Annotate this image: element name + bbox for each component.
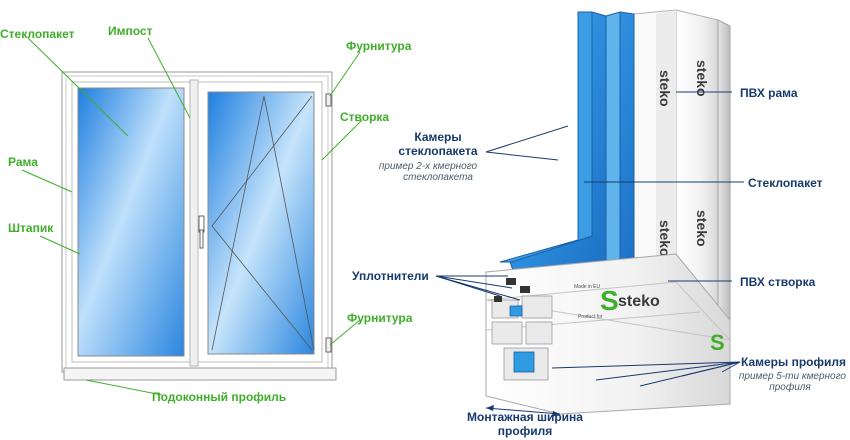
- label-furnitura-top: Фурнитура: [346, 39, 412, 53]
- right-leader-lines: [435, 91, 744, 387]
- seal-1: [506, 278, 516, 285]
- mounting-width-dimension: [485, 407, 561, 415]
- seal-2: [520, 286, 530, 293]
- label-stvorka: Створка: [340, 110, 389, 124]
- window-sill: [63, 367, 337, 381]
- note-kamery-steklopaketa-1: пример 2-х кмерного: [379, 161, 478, 172]
- made-in-eu-print: Made in EU: [574, 284, 601, 290]
- left-leader-lines: [21, 37, 363, 396]
- label-podokonny-profil: Подоконный профиль: [152, 390, 286, 404]
- hinge-bottom: [325, 337, 332, 353]
- label-steklopaket-right: Стеклопакет: [748, 176, 823, 190]
- right-glass-pane: [207, 91, 315, 355]
- label-impost: Импост: [108, 24, 153, 38]
- left-glass-pane: [77, 87, 185, 357]
- note-kamery-profilya-2: профиля: [769, 381, 811, 393]
- brand-print-3: steko: [657, 70, 673, 107]
- label-pvh-rama: ПВХ рама: [740, 86, 798, 100]
- label-steklopaket-left: Стеклопакет: [0, 27, 75, 41]
- hinge-top: [325, 93, 332, 107]
- note-kamery-profilya-1: пример 5-ти кмерного: [739, 371, 847, 382]
- brand-print-1: steko: [694, 60, 710, 97]
- label-kamery-steklopaketa-2: стеклопакета: [398, 144, 477, 158]
- label-rama: Рама: [8, 155, 38, 169]
- brand-print-2: steko: [694, 210, 710, 247]
- reinforcement-chambers: [509, 305, 535, 373]
- label-montazhnaya-shirina-2: профиля: [498, 424, 552, 438]
- profile-cross-section: steko steko steko steko S steko S Made i…: [485, 9, 732, 417]
- brand-logo-letter-2: S: [710, 330, 725, 355]
- label-kamery-profilya: Камеры профиля: [741, 355, 846, 369]
- product-for-print: Product for: [578, 314, 603, 320]
- label-uplotniteli: Уплотнители: [352, 269, 429, 283]
- brand-logo-letter: S: [600, 285, 619, 316]
- label-furnitura-bottom: Фурнитура: [347, 311, 413, 325]
- label-kamery-steklopaketa-1: Камеры: [414, 130, 461, 144]
- label-pvh-stvorka: ПВХ створка: [740, 275, 816, 289]
- seal-3: [494, 296, 502, 302]
- brand-logo-name: steko: [618, 293, 660, 310]
- tilt-turn-lines: [211, 95, 315, 351]
- label-montazhnaya-shirina-1: Монтажная ширина: [467, 410, 583, 424]
- brand-print-4: steko: [657, 220, 673, 257]
- label-shtapik: Штапик: [8, 221, 54, 235]
- window-illustration: [61, 71, 337, 381]
- impost-bar: [189, 79, 199, 367]
- note-kamery-steklopaketa-2: стеклопакета: [403, 172, 473, 183]
